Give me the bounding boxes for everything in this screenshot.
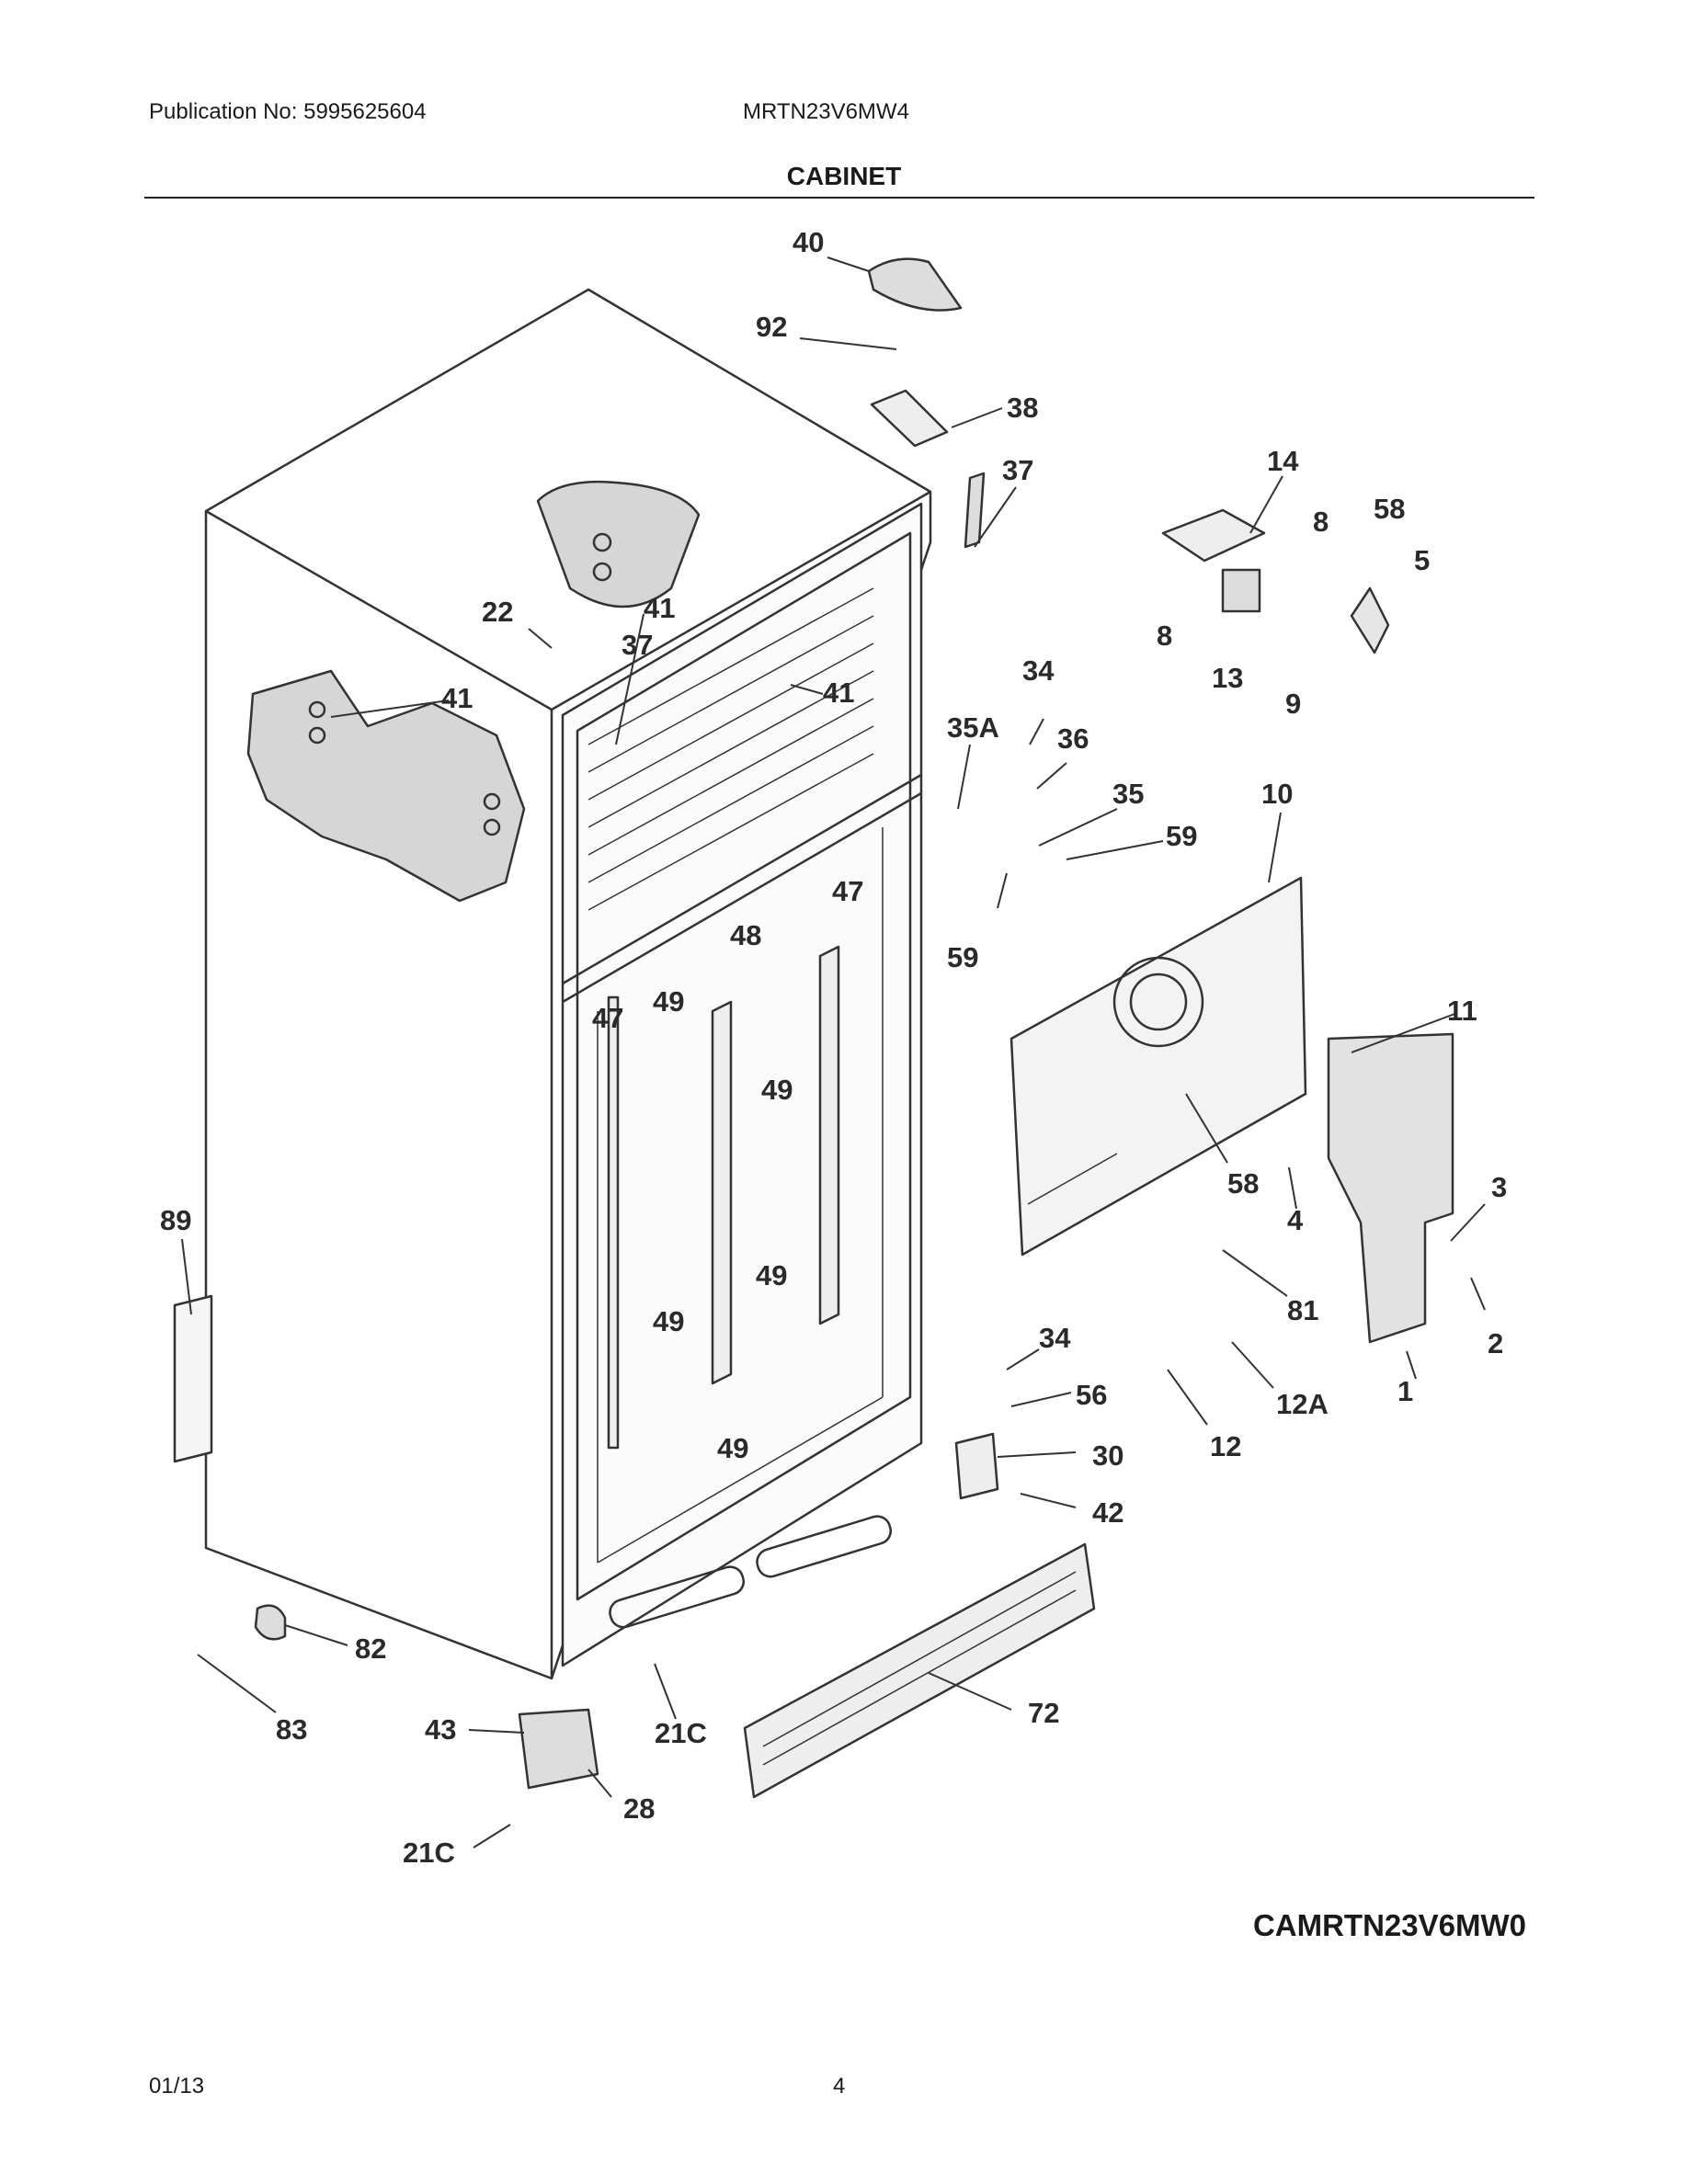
- callout-34: 34: [1039, 1322, 1071, 1354]
- publication-number: Publication No: 5995625604: [149, 99, 427, 124]
- bottom-hardware: [173, 1294, 999, 1790]
- callout-49: 49: [761, 1074, 793, 1106]
- callout-41: 41: [823, 677, 854, 709]
- callout-13: 13: [1212, 662, 1243, 694]
- callout-8: 8: [1157, 620, 1172, 652]
- callout-49: 49: [653, 1305, 684, 1337]
- callout-48: 48: [730, 919, 761, 951]
- callout-83: 83: [276, 1713, 307, 1746]
- callout-36: 36: [1057, 722, 1089, 755]
- callout-34: 34: [1022, 654, 1055, 687]
- callout-21C: 21C: [655, 1717, 707, 1749]
- callout-43: 43: [425, 1713, 456, 1746]
- callout-49: 49: [756, 1259, 787, 1291]
- cabinet-body: [204, 288, 932, 1680]
- callout-47: 47: [592, 1002, 623, 1034]
- callout-35: 35: [1112, 778, 1144, 810]
- callout-30: 30: [1092, 1439, 1123, 1472]
- callout-4: 4: [1287, 1204, 1304, 1236]
- diagram-code: CAMRTN23V6MW0: [1252, 1908, 1526, 1942]
- callout-92: 92: [756, 311, 787, 343]
- callout-72: 72: [1028, 1697, 1059, 1729]
- callout-59: 59: [1166, 820, 1197, 852]
- callout-12A: 12A: [1276, 1388, 1329, 1420]
- fan-cover: [1327, 1032, 1454, 1344]
- callout-28: 28: [623, 1792, 655, 1825]
- top-hinge-parts: [867, 257, 986, 549]
- callout-81: 81: [1287, 1294, 1318, 1326]
- callout-41: 41: [441, 682, 473, 714]
- top-hinge-shroud: [536, 480, 701, 609]
- callout-11: 11: [1447, 995, 1477, 1027]
- callout-49: 49: [653, 985, 684, 1018]
- section-title: CABINET: [786, 162, 902, 190]
- callout-21C: 21C: [403, 1837, 455, 1869]
- callout-37: 37: [1002, 454, 1033, 486]
- shelf-rails: [607, 945, 840, 1450]
- toe-grille: [743, 1542, 1096, 1799]
- footer-date: 01/13: [149, 2074, 205, 2099]
- model-number: MRTN23V6MW4: [743, 99, 909, 124]
- callout-82: 82: [355, 1632, 386, 1665]
- callout-14: 14: [1267, 445, 1299, 477]
- callout-22: 22: [482, 596, 513, 628]
- fan-motor-assembly: [1161, 508, 1390, 654]
- callout-47: 47: [832, 875, 863, 907]
- callout-35A: 35A: [947, 711, 999, 744]
- callout-37: 37: [622, 629, 653, 661]
- callout-5: 5: [1414, 544, 1430, 576]
- callout-10: 10: [1261, 778, 1293, 810]
- page-number: 4: [833, 2074, 846, 2099]
- callout-56: 56: [1076, 1379, 1107, 1411]
- callout-59: 59: [947, 941, 978, 973]
- callout-labels: 40 92 38 37 14 8 58 5 22 41 37 41 13 8 9…: [160, 226, 1507, 1869]
- side-bracket: [246, 669, 526, 903]
- leader-lines: [181, 256, 1486, 1848]
- callout-58: 58: [1227, 1167, 1259, 1200]
- callout-41: 41: [644, 592, 675, 624]
- callout-49: 49: [717, 1432, 748, 1464]
- header-rule: [144, 197, 1534, 199]
- callout-89: 89: [160, 1204, 191, 1236]
- callout-2: 2: [1488, 1327, 1503, 1359]
- callout-3: 3: [1491, 1171, 1507, 1203]
- callout-42: 42: [1092, 1496, 1123, 1529]
- callout-9: 9: [1285, 688, 1301, 720]
- callout-40: 40: [793, 226, 824, 258]
- callout-8: 8: [1313, 506, 1329, 538]
- callout-38: 38: [1007, 392, 1038, 424]
- callout-1: 1: [1397, 1375, 1413, 1407]
- callout-58: 58: [1374, 493, 1405, 525]
- callout-12: 12: [1210, 1430, 1241, 1462]
- rear-evaporator-panel: [1009, 876, 1307, 1257]
